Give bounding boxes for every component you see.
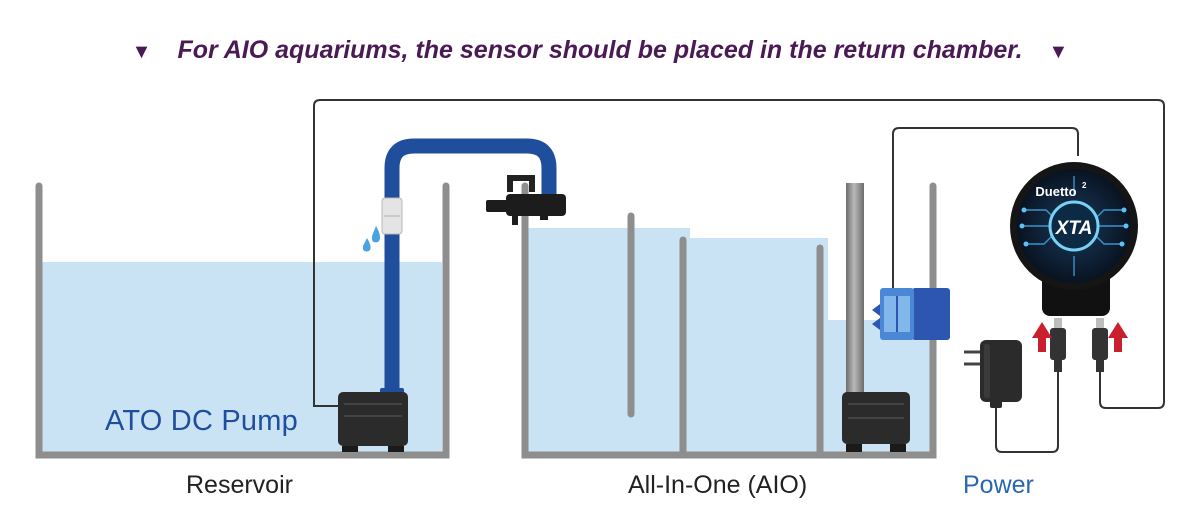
xta-logo-icon <box>1048 200 1100 252</box>
adapter-cable <box>995 370 1059 453</box>
water-drop-icon <box>362 226 381 252</box>
flow-arrow-icon <box>1032 322 1128 352</box>
reservoir-label: Reservoir <box>186 471 293 499</box>
circuit-nodes <box>1019 207 1129 247</box>
down-triangle-icon: ▼ <box>131 41 152 63</box>
dc-connector-right <box>1092 318 1108 372</box>
return-pipe <box>846 183 864 393</box>
circuit-pattern <box>1022 176 1126 276</box>
reservoir-walls <box>35 182 450 459</box>
ato-hose <box>381 138 557 396</box>
down-triangle-icon: ▼ <box>1048 41 1069 63</box>
headline-text: For AIO aquariums, the sensor should be … <box>177 36 1023 64</box>
brand-superscript: 2 <box>1082 181 1087 190</box>
pump-label: ATO DC Pump <box>105 405 298 437</box>
logo-text: XTA <box>1055 218 1093 239</box>
ato-dc-pump <box>338 388 408 452</box>
power-adapter-icon <box>964 340 1022 408</box>
headline: ▼ For AIO aquariums, the sensor should be… <box>0 36 1200 65</box>
pump-cable <box>313 99 1165 409</box>
aio-label: All-In-One (AIO) <box>628 471 808 499</box>
sensor-cable <box>892 127 1079 288</box>
hose-holder-clamp <box>486 175 566 225</box>
water-level-sensor <box>872 288 950 340</box>
return-pump <box>842 392 910 452</box>
brand-text: Duetto <box>1035 184 1076 199</box>
duetto-controller: XTA Duetto 2 <box>1010 162 1138 316</box>
dc-connector-left <box>1050 318 1066 372</box>
power-label: Power <box>963 471 1034 499</box>
